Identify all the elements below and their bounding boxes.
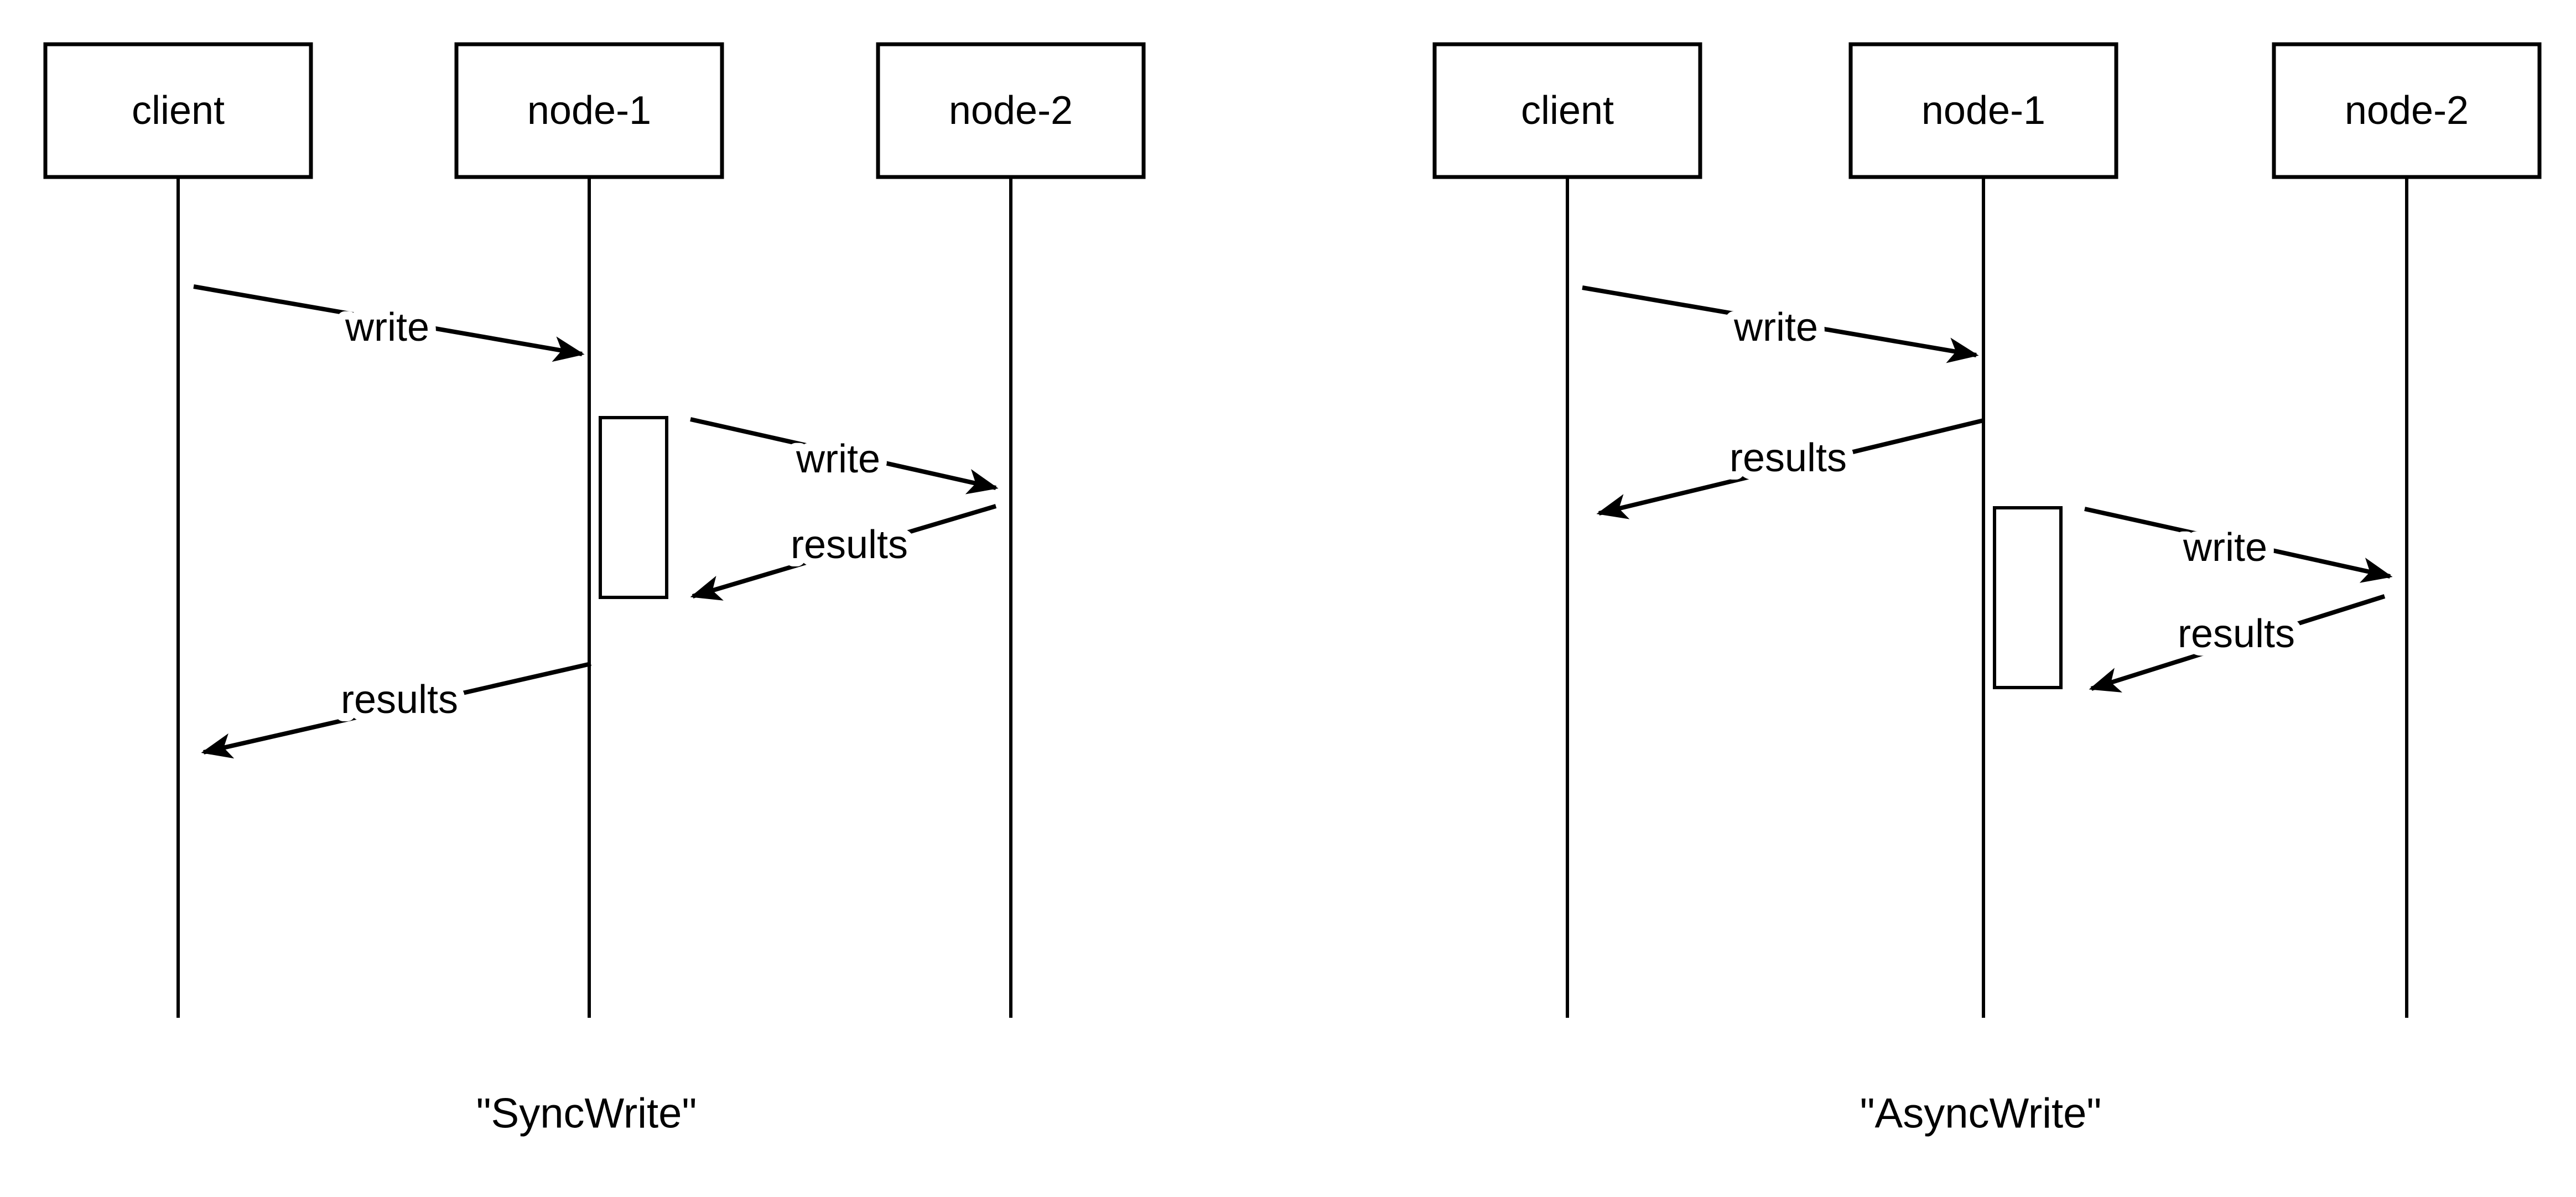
actor-label-node-1: node-1 [1921, 89, 2045, 133]
message-results-node-2-to-node-1: results [2089, 594, 2386, 693]
activation-bar-node-1 [1993, 506, 2063, 689]
message-arrow [1582, 285, 1979, 363]
actor-label-node-1: node-1 [527, 89, 651, 133]
actor-label-client: client [1521, 89, 1614, 133]
message-label: results [2178, 612, 2295, 656]
actor-node-2: node-2 [2272, 42, 2542, 179]
message-results-node-1-to-client: results [201, 662, 591, 759]
diagram-caption-asyncwrite: "AsyncWrite" [1860, 1090, 2102, 1137]
message-label: write [345, 305, 429, 350]
message-arrow [193, 284, 585, 362]
message-label: results [341, 678, 458, 722]
diagram-caption-syncwrite: "SyncWrite" [476, 1090, 697, 1137]
actor-box-client [43, 42, 313, 179]
actor-box-client [1432, 42, 1702, 179]
message-write-node-1-to-node-2: write [690, 417, 999, 495]
message-label: write [1733, 305, 1818, 350]
actor-box-node-1 [1848, 42, 2118, 179]
actor-label-node-2: node-2 [2345, 89, 2469, 133]
message-arrow [690, 417, 999, 495]
message-write-client-to-node-1: write [193, 284, 585, 362]
message-label: write [796, 437, 880, 481]
message-arrow [2084, 507, 2393, 583]
diagram-syncwrite: client node-1 node-2 write write results [43, 42, 1146, 1137]
message-label: results [791, 523, 908, 567]
actor-box-node-2 [2272, 42, 2542, 179]
diagram-asyncwrite: client node-1 node-2 write results write [1432, 42, 2542, 1137]
message-results-node-1-to-client: results [1596, 418, 1984, 519]
message-arrow [1596, 418, 1984, 519]
message-write-node-1-to-node-2: write [2084, 507, 2393, 583]
message-arrow [690, 504, 997, 601]
actor-label-client: client [132, 89, 225, 133]
message-label: write [2183, 525, 2267, 570]
message-results-node-2-to-node-1: results [690, 504, 997, 601]
activation-bar-node-1 [599, 416, 668, 599]
actor-label-node-2: node-2 [949, 89, 1073, 133]
actor-client: client [1432, 42, 1702, 179]
message-write-client-to-node-1: write [1582, 285, 1979, 363]
message-arrow [201, 662, 591, 759]
actor-node-1: node-1 [454, 42, 724, 179]
actor-box-node-2 [876, 42, 1146, 179]
actor-client: client [43, 42, 313, 179]
message-label: results [1730, 436, 1847, 480]
actor-box-node-1 [454, 42, 724, 179]
actor-node-2: node-2 [876, 42, 1146, 179]
actor-node-1: node-1 [1848, 42, 2118, 179]
message-arrow [2089, 594, 2386, 693]
